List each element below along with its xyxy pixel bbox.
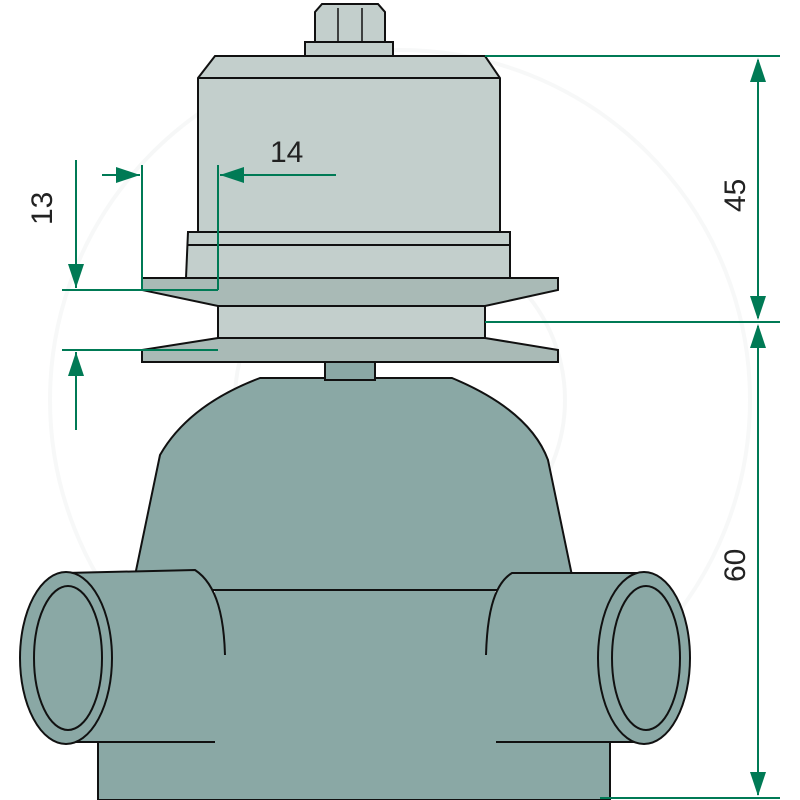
v-belt-pulley bbox=[141, 277, 559, 363]
dimension-lines bbox=[62, 55, 780, 799]
pump-housing bbox=[97, 377, 611, 800]
upper-collar bbox=[184, 231, 511, 279]
upper-housing bbox=[184, 3, 511, 279]
dimension-label-groove-width: 14 bbox=[270, 136, 303, 169]
housing-base bbox=[97, 739, 611, 800]
dimension-label-upper-height: 45 bbox=[719, 179, 752, 212]
right-pipe-opening-inner bbox=[611, 585, 681, 731]
upper-can bbox=[197, 55, 501, 233]
dimension-label-groove-depth: 13 bbox=[26, 192, 59, 225]
dimension-label-lower-height: 60 bbox=[719, 549, 752, 582]
pulley-upper-flange bbox=[141, 277, 559, 307]
left-pipe bbox=[19, 568, 226, 745]
right-pipe bbox=[485, 571, 691, 745]
top-bolt-base bbox=[304, 41, 394, 57]
top-bolt-hex bbox=[314, 3, 386, 43]
housing-dome bbox=[130, 377, 577, 591]
left-pipe-opening-inner bbox=[33, 585, 103, 731]
housing-center bbox=[215, 588, 495, 748]
